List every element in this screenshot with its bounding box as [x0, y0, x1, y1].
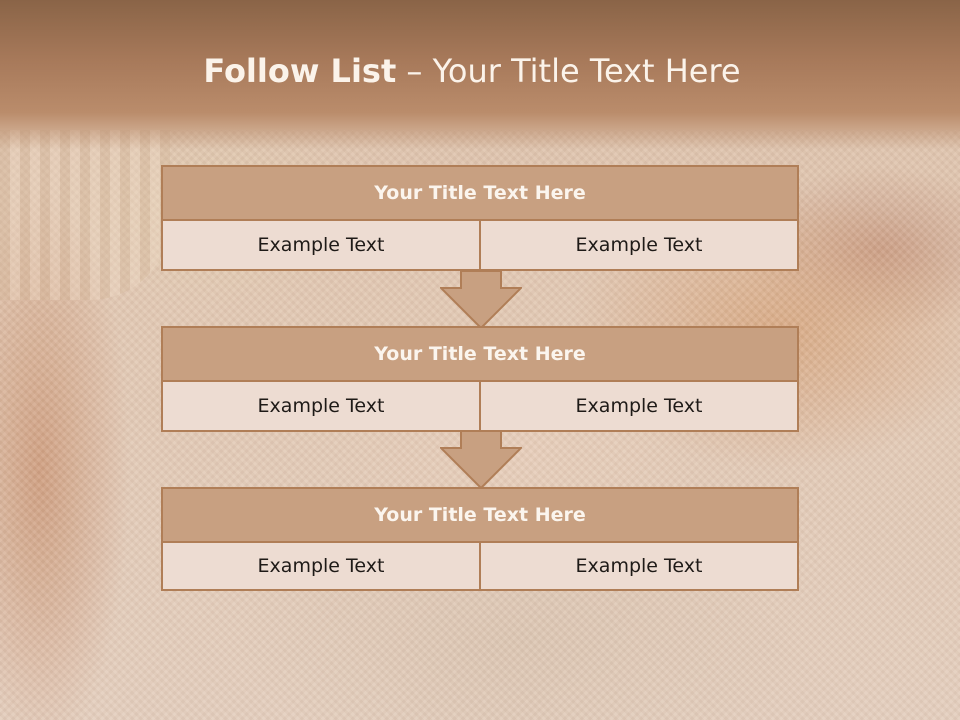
list-block-2: Your Title Text Here Example Text Exampl…: [161, 326, 799, 432]
block-cell-left: Example Text: [161, 221, 481, 271]
block-cell-left: Example Text: [161, 382, 481, 432]
slide-title: Follow List – Your Title Text Here: [0, 52, 944, 90]
down-arrow-icon: [440, 271, 522, 329]
block-row: Example Text Example Text: [161, 382, 799, 432]
block-cell-right: Example Text: [481, 543, 799, 591]
block-title: Your Title Text Here: [161, 487, 799, 543]
block-title: Your Title Text Here: [161, 165, 799, 221]
background-basket: [0, 130, 170, 300]
block-cell-right: Example Text: [481, 382, 799, 432]
slide-title-rest: – Your Title Text Here: [396, 52, 741, 90]
block-row: Example Text Example Text: [161, 543, 799, 591]
list-block-3: Your Title Text Here Example Text Exampl…: [161, 487, 799, 591]
down-arrow-icon: [440, 431, 522, 489]
list-block-1: Your Title Text Here Example Text Exampl…: [161, 165, 799, 271]
block-title: Your Title Text Here: [161, 326, 799, 382]
block-cell-right: Example Text: [481, 221, 799, 271]
block-row: Example Text Example Text: [161, 221, 799, 271]
slide-title-bold: Follow List: [203, 52, 397, 90]
block-cell-left: Example Text: [161, 543, 481, 591]
header-band: [0, 0, 960, 150]
